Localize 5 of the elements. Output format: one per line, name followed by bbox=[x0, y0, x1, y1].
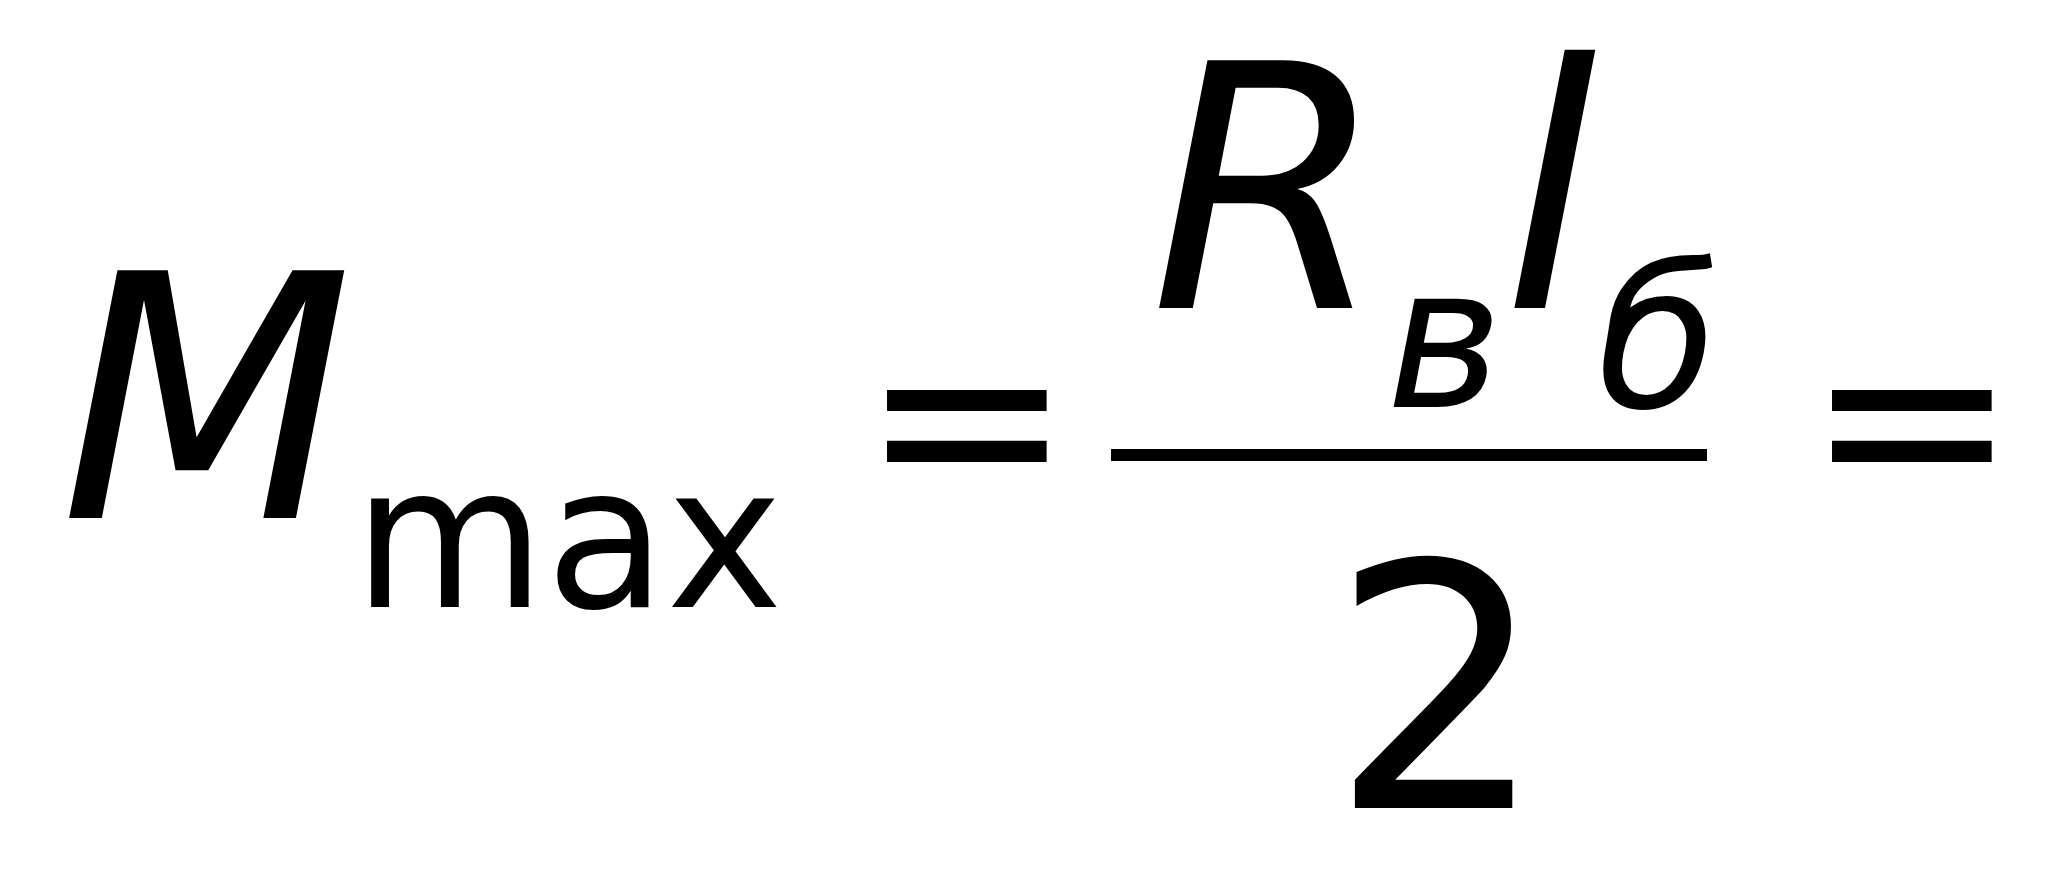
variable-text: M$_{max}$ bbox=[60, 230, 783, 638]
denominator-text: 2 bbox=[1330, 520, 1547, 860]
equals-sign: = bbox=[1805, 290, 2019, 545]
numerator-text: R$_{в}$l$_{б}$ bbox=[1150, 20, 1719, 438]
equals-sign: = bbox=[860, 290, 1074, 545]
